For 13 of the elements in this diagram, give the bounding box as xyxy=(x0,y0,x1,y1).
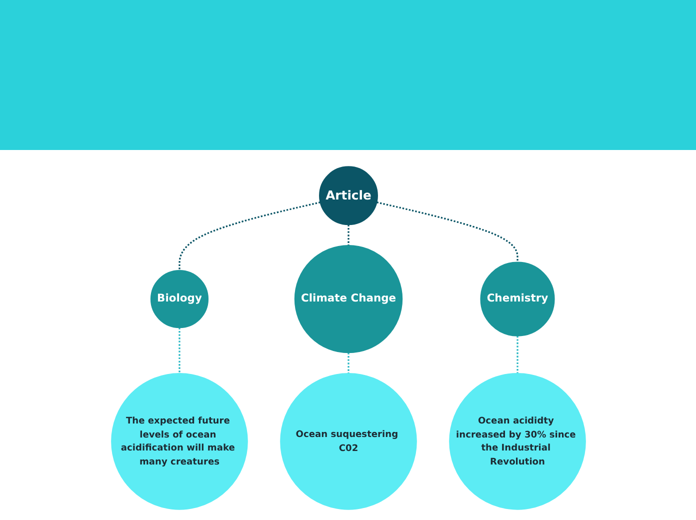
connector xyxy=(347,224,349,246)
connector xyxy=(178,328,180,374)
connector xyxy=(347,352,349,374)
node-circle: Climate Change xyxy=(294,244,402,354)
node-circle: The expected future levels of ocean acidification will make many creatures xyxy=(110,372,248,510)
node-circle: Article xyxy=(318,166,378,226)
connector xyxy=(178,201,320,270)
node-circle: Chemistry xyxy=(480,262,554,336)
node-circle: Ocean acididty increased by 30% since the Industrial Revolution xyxy=(448,372,586,510)
node-circle: Ocean suquestering C02 xyxy=(280,372,416,510)
connector xyxy=(516,336,518,374)
node-circle: Biology xyxy=(150,270,208,328)
connector xyxy=(376,201,518,262)
